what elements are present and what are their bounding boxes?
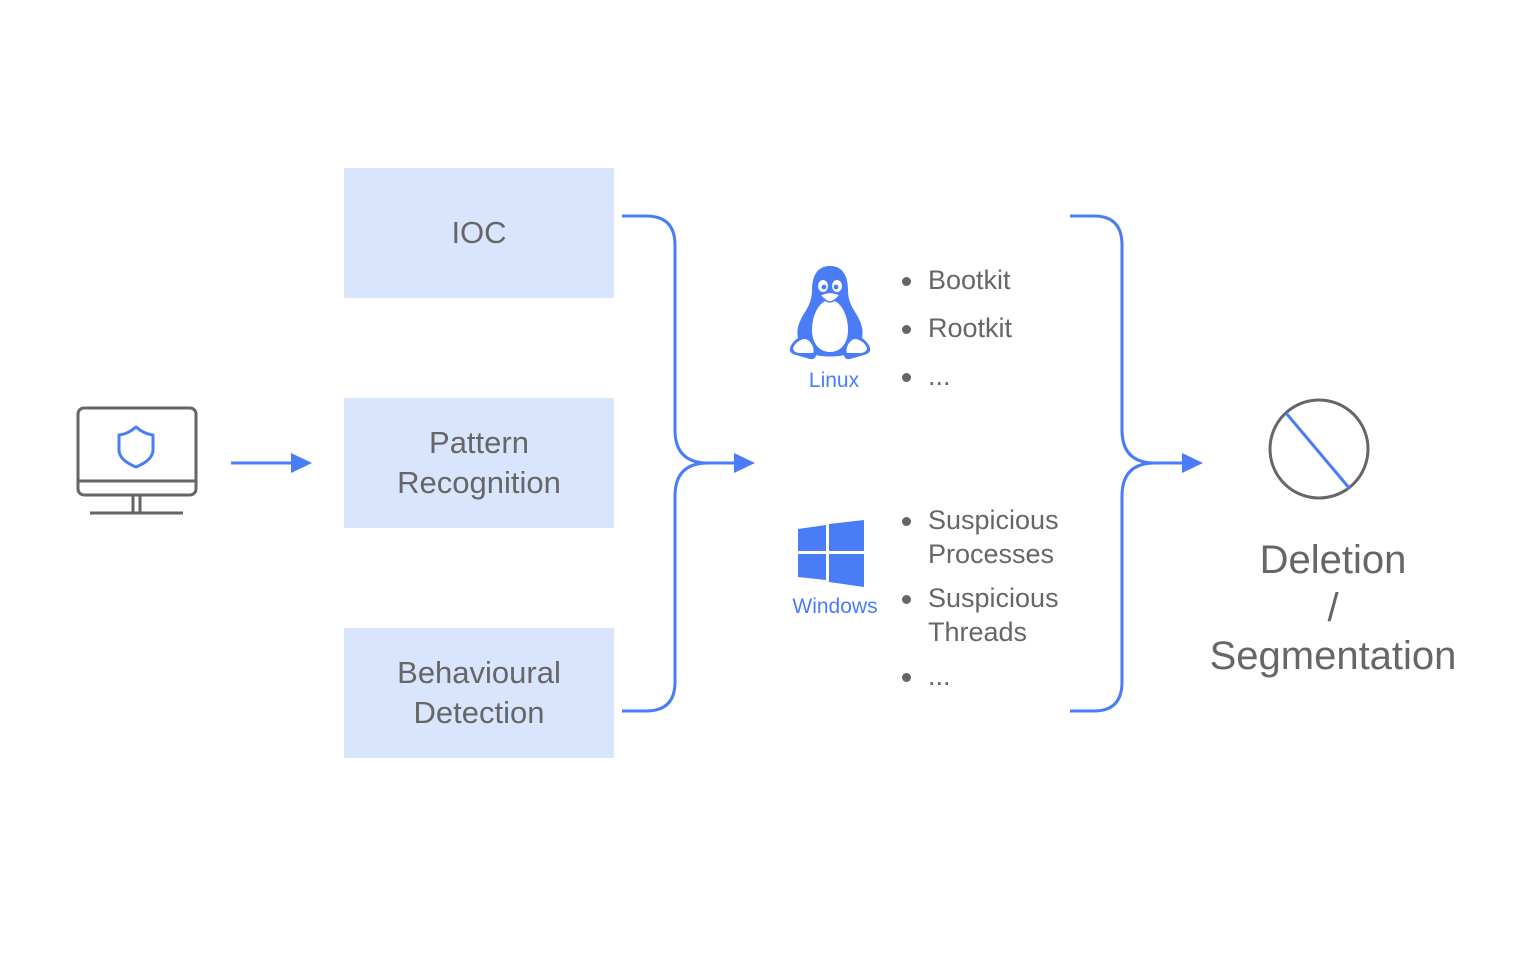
list-item: Suspicious Processes [900, 503, 1080, 571]
platform-label-windows: Windows [792, 595, 878, 618]
prohibited-circle-icon [1266, 396, 1372, 502]
method-label-line-1: Pattern [429, 425, 529, 460]
method-label-line-2: Recognition [397, 465, 561, 500]
arrowhead-platforms [734, 453, 755, 473]
method-label-line-1: Behavioural [397, 655, 561, 690]
result-label-line-1: Deletion [1259, 538, 1407, 582]
method-label: IOC [451, 215, 507, 250]
platform-label-linux: Linux [808, 369, 860, 392]
monitor-shield-icon [76, 406, 198, 516]
result-label-separator: / [1327, 586, 1339, 630]
result-label: Deletion / Segmentation [1180, 536, 1486, 680]
shield-icon [117, 425, 155, 469]
list-item: ... [900, 659, 1080, 693]
method-label-line-2: Detection [413, 695, 545, 730]
linux-threat-list: Bootkit Rootkit ... [900, 263, 1012, 393]
method-box-pattern-recognition: Pattern Recognition [344, 398, 614, 528]
windows-threat-list: Suspicious Processes Suspicious Threads … [900, 503, 1080, 693]
list-item: ... [900, 359, 1012, 393]
list-item: Rootkit [900, 311, 1012, 345]
windows-logo-icon [798, 520, 866, 588]
arrowhead-result [1182, 453, 1203, 473]
bracket-platforms-to-result [1070, 214, 1184, 713]
linux-penguin-icon [788, 264, 872, 362]
list-item: Suspicious Threads [900, 581, 1080, 649]
result-label-line-2: Segmentation [1209, 634, 1457, 678]
method-box-behavioural-detection: Behavioural Detection [344, 628, 614, 758]
arrow-source-to-methods [231, 453, 312, 473]
method-box-ioc: IOC [344, 168, 614, 298]
list-item: Bootkit [900, 263, 1012, 297]
bracket-methods-to-platforms [622, 214, 736, 713]
